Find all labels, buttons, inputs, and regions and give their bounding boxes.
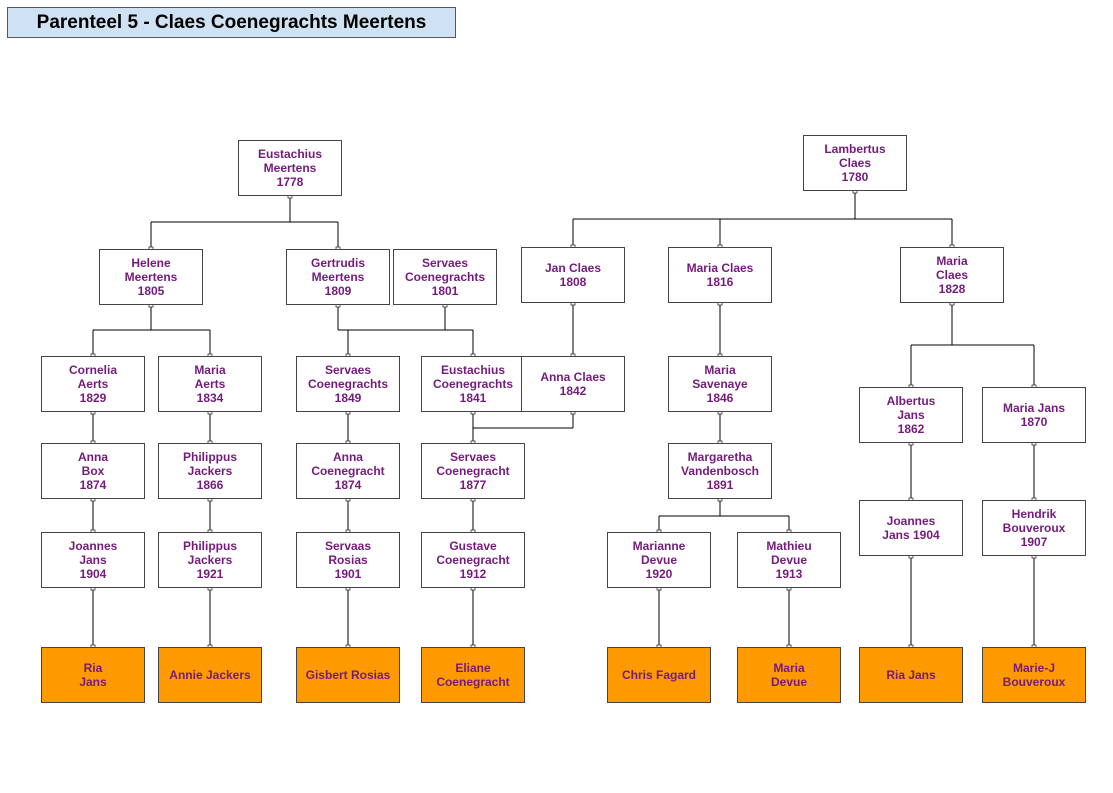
person-label: Gustave Coenegracht 1912 (436, 539, 510, 581)
person-label: Philippus Jackers 1921 (183, 539, 237, 581)
person-eustachius-meertens-1778[interactable]: Eustachius Meertens 1778 (238, 140, 342, 196)
person-label: Marianne Devue 1920 (632, 539, 686, 581)
descendant-label: Maria Devue (770, 661, 808, 689)
person-helene-meertens-1805[interactable]: Helene Meertens 1805 (99, 249, 203, 305)
person-marianne-devue-1920[interactable]: Marianne Devue 1920 (607, 532, 711, 588)
person-label: Anna Box 1874 (78, 450, 108, 492)
person-albertus-jans-1862[interactable]: Albertus Jans 1862 (859, 387, 963, 443)
descendant-label: Annie Jackers (169, 668, 251, 682)
person-label: Servaas Rosias 1901 (324, 539, 372, 581)
person-label: Maria Jans 1870 (1002, 401, 1066, 429)
person-label: Eustachius Coenegrachts 1841 (432, 363, 514, 405)
person-label: Servaes Coenegrachts 1849 (307, 363, 389, 405)
person-label: Albertus Jans 1862 (886, 394, 936, 436)
person-maria-claes-1828[interactable]: Maria Claes 1828 (900, 247, 1004, 303)
person-label: Jan Claes 1808 (544, 261, 602, 289)
person-maria-claes-1816[interactable]: Maria Claes 1816 (668, 247, 772, 303)
person-joannes-jans-1904-right[interactable]: Joannes Jans 1904 (859, 500, 963, 556)
person-servaes-coenegrachts-1801[interactable]: Servaes Coenegrachts 1801 (393, 249, 497, 305)
person-label: Philippus Jackers 1866 (183, 450, 237, 492)
descendant-chris-fagard[interactable]: Chris Fagard (607, 647, 711, 703)
person-anna-box-1874[interactable]: Anna Box 1874 (41, 443, 145, 499)
person-maria-jans-1870[interactable]: Maria Jans 1870 (982, 387, 1086, 443)
person-label: Joannes Jans 1904 (68, 539, 118, 581)
person-maria-savenaye-1846[interactable]: Maria Savenaye 1846 (668, 356, 772, 412)
person-label: Joannes Jans 1904 (882, 514, 940, 542)
descendant-ria-jans-right[interactable]: Ria Jans (859, 647, 963, 703)
person-label: Anna Coenegracht 1874 (311, 450, 385, 492)
person-lambertus-claes-1780[interactable]: Lambertus Claes 1780 (803, 135, 907, 191)
person-label: Mathieu Devue 1913 (766, 539, 812, 581)
descendant-annie-jackers[interactable]: Annie Jackers (158, 647, 262, 703)
person-hendrik-bouveroux-1907[interactable]: Hendrik Bouveroux 1907 (982, 500, 1086, 556)
person-philippus-jackers-1921[interactable]: Philippus Jackers 1921 (158, 532, 262, 588)
person-anna-coenegracht-1874[interactable]: Anna Coenegracht 1874 (296, 443, 400, 499)
person-maria-aerts-1834[interactable]: Maria Aerts 1834 (158, 356, 262, 412)
descendant-label: Ria Jans (79, 661, 107, 689)
person-label: Maria Claes 1828 (935, 254, 969, 296)
person-label: Gertrudis Meertens 1809 (310, 256, 365, 298)
person-servaes-coenegrachts-1849[interactable]: Servaes Coenegrachts 1849 (296, 356, 400, 412)
person-label: Servaes Coenegrachts 1801 (404, 256, 486, 298)
person-anna-claes-1842[interactable]: Anna Claes 1842 (521, 356, 625, 412)
person-cornelia-aerts-1829[interactable]: Cornelia Aerts 1829 (41, 356, 145, 412)
person-philippus-jackers-1866[interactable]: Philippus Jackers 1866 (158, 443, 262, 499)
person-label: Cornelia Aerts 1829 (68, 363, 117, 405)
person-gustave-coenegracht-1912[interactable]: Gustave Coenegracht 1912 (421, 532, 525, 588)
person-margaretha-vandenbosch-1891[interactable]: Margaretha Vandenbosch 1891 (668, 443, 772, 499)
descendant-marie-j-bouveroux[interactable]: Marie-J Bouveroux (982, 647, 1086, 703)
person-label: Helene Meertens 1805 (124, 256, 178, 298)
person-joannes-jans-1904[interactable]: Joannes Jans 1904 (41, 532, 145, 588)
person-label: Eustachius Meertens 1778 (257, 147, 323, 189)
person-mathieu-devue-1913[interactable]: Mathieu Devue 1913 (737, 532, 841, 588)
descendant-gisbert-rosias[interactable]: Gisbert Rosias (296, 647, 400, 703)
person-label: Anna Claes 1842 (540, 370, 606, 398)
person-label: Hendrik Bouveroux 1907 (1002, 507, 1066, 549)
descendant-label: Marie-J Bouveroux (1002, 661, 1066, 689)
person-label: Servaes Coenegracht 1877 (436, 450, 510, 492)
person-label: Maria Savenaye 1846 (692, 363, 748, 405)
person-servaas-rosias-1901[interactable]: Servaas Rosias 1901 (296, 532, 400, 588)
descendant-ria-jans[interactable]: Ria Jans (41, 647, 145, 703)
descendant-label: Eliane Coenegracht (436, 661, 510, 689)
person-eustachius-coenegrachts-1841[interactable]: Eustachius Coenegrachts 1841 (421, 356, 525, 412)
descendant-eliane-coenegracht[interactable]: Eliane Coenegracht (421, 647, 525, 703)
person-label: Lambertus Claes 1780 (824, 142, 886, 184)
person-label: Margaretha Vandenbosch 1891 (680, 450, 760, 492)
descendant-label: Ria Jans (886, 668, 936, 682)
person-jan-claes-1808[interactable]: Jan Claes 1808 (521, 247, 625, 303)
person-label: Maria Aerts 1834 (194, 363, 226, 405)
person-servaes-coenegracht-1877[interactable]: Servaes Coenegracht 1877 (421, 443, 525, 499)
descendant-label: Gisbert Rosias (305, 668, 391, 682)
person-label: Maria Claes 1816 (686, 261, 754, 289)
descendant-maria-devue[interactable]: Maria Devue (737, 647, 841, 703)
page-title: Parenteel 5 - Claes Coenegrachts Meerten… (7, 7, 456, 38)
person-gertrudis-meertens-1809[interactable]: Gertrudis Meertens 1809 (286, 249, 390, 305)
descendant-label: Chris Fagard (621, 668, 696, 682)
